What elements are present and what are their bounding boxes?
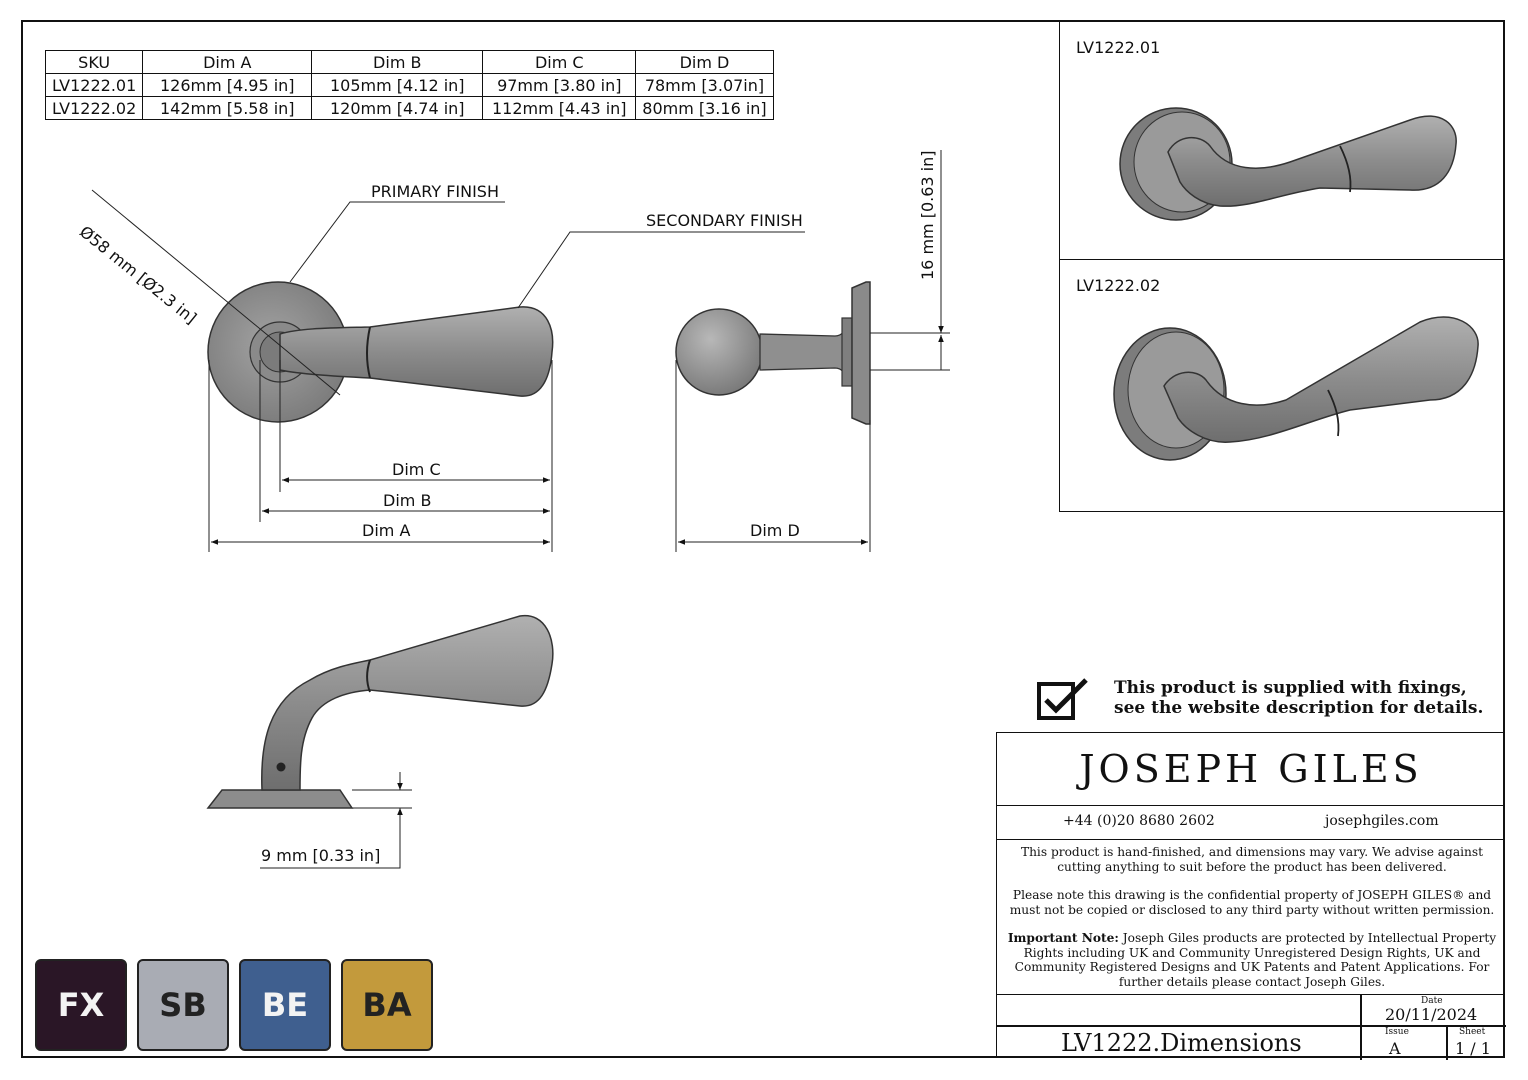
- title-block: JOSEPH GILES +44 (0)20 8680 2602 josephg…: [996, 732, 1506, 1060]
- issue-value: A: [1389, 1039, 1401, 1058]
- important-note-text: Joseph Giles products are protected by I…: [1014, 931, 1497, 989]
- finish-swatch-ba: BA: [341, 959, 433, 1051]
- finish-swatch-be: BE: [239, 959, 331, 1051]
- front-view: [91, 189, 554, 423]
- fixings-notice: This product is supplied with fixings, s…: [1114, 678, 1483, 718]
- brand-name: JOSEPH GILES: [997, 733, 1505, 806]
- dim-c-label: Dim C: [392, 460, 441, 479]
- rose-iso: [206, 789, 354, 809]
- dim-b-label: Dim B: [383, 491, 432, 510]
- preview-panel-lv1222-01: LV1222.01: [1059, 22, 1505, 260]
- sku-dimension-table: SKU Dim A Dim B Dim C Dim D LV1222.01 12…: [44, 50, 774, 120]
- table-cell: 112mm [4.43 in]: [482, 96, 637, 120]
- preview-render: [1119, 107, 1457, 221]
- legal-text: This product is hand-finished, and dimen…: [1007, 845, 1497, 1003]
- dim-a-label: Dim A: [362, 521, 411, 540]
- issue-label: Issue: [1385, 1027, 1409, 1037]
- primary-finish-label: PRIMARY FINISH: [371, 182, 499, 201]
- legal-paragraph: Important Note: Joseph Giles products ar…: [1007, 931, 1497, 989]
- notice-line: see the website description for details.: [1114, 698, 1484, 718]
- date-label: Date: [1421, 996, 1443, 1006]
- contact-row: +44 (0)20 8680 2602 josephgiles.com: [997, 805, 1505, 840]
- title-block-footer: Date 20/11/2024 Issue A Sheet 1 / 1 LV12…: [997, 994, 1506, 1060]
- preview-render: [1113, 316, 1479, 461]
- lever-end-ball: [675, 308, 763, 396]
- lever-handle: [279, 306, 554, 397]
- important-note-heading: Important Note:: [1007, 931, 1119, 945]
- legal-paragraph: This product is hand-finished, and dimen…: [1020, 845, 1484, 874]
- checkbox-icon: [1037, 678, 1088, 720]
- technical-drawing: [91, 150, 950, 869]
- table-cell: 97mm [3.80 in]: [482, 73, 637, 97]
- lever-iso: [261, 615, 554, 791]
- drawing-border: [21, 20, 1505, 1058]
- secondary-finish-label: SECONDARY FINISH: [646, 211, 803, 230]
- date-value: 20/11/2024: [1385, 1005, 1478, 1024]
- table-header-cell: Dim A: [142, 50, 313, 74]
- website: josephgiles.com: [1325, 813, 1439, 829]
- rose-thickness-label: 9 mm [0.33 in]: [261, 846, 381, 865]
- table-cell: 80mm [3.16 in]: [635, 96, 774, 120]
- finish-swatch-sb: SB: [137, 959, 229, 1051]
- sheet-value: 1 / 1: [1455, 1039, 1491, 1058]
- preview-title: LV1222.01: [1076, 38, 1161, 57]
- drawing-number: LV1222.Dimensions: [1061, 1029, 1302, 1057]
- table-cell: LV1222.02: [44, 96, 144, 120]
- dim-d-label: Dim D: [750, 521, 800, 540]
- phone-number: +44 (0)20 8680 2602: [1063, 813, 1215, 829]
- side-view: [675, 281, 871, 425]
- isometric-view: [206, 615, 554, 809]
- table-cell: 120mm [4.74 in]: [311, 96, 484, 120]
- table-row: LV1222.01 126mm [4.95 in] 105mm [4.12 in…: [44, 73, 774, 97]
- preview-title: LV1222.02: [1076, 276, 1161, 295]
- table-cell: 142mm [5.58 in]: [142, 96, 313, 120]
- sheet-label: Sheet: [1459, 1027, 1486, 1037]
- rose-side: [851, 281, 871, 425]
- table-header-row: SKU Dim A Dim B Dim C Dim D: [44, 50, 774, 74]
- finish-swatch-fx: FX: [35, 959, 127, 1051]
- legal-paragraph: Please note this drawing is the confiden…: [1009, 888, 1495, 917]
- table-cell: 105mm [4.12 in]: [311, 73, 484, 97]
- rose-offset-label: 16 mm [0.63 in]: [918, 150, 937, 280]
- table-row: LV1222.02 142mm [5.58 in] 120mm [4.74 in…: [44, 96, 774, 120]
- notice-line: This product is supplied with fixings,: [1114, 678, 1467, 698]
- preview-panel-lv1222-02: LV1222.02: [1059, 260, 1505, 512]
